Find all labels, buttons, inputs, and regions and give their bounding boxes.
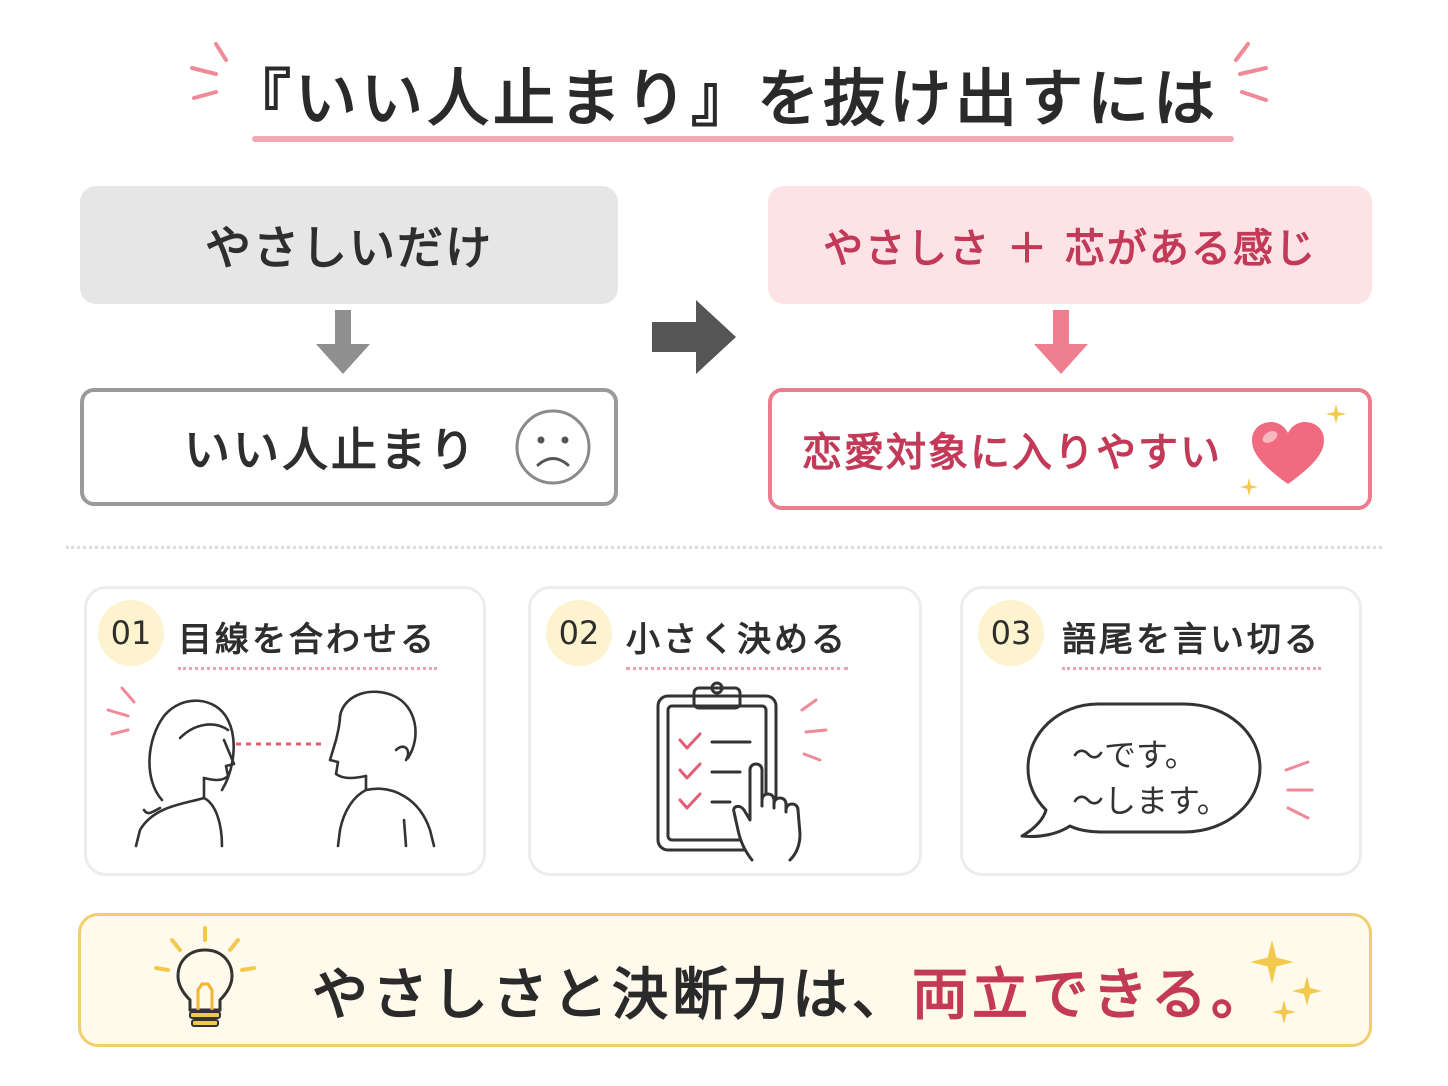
sparkle-icon <box>1326 404 1346 424</box>
emphasis-marks-left-icon <box>190 42 228 100</box>
sparkle-icon <box>1250 940 1294 984</box>
tip-number-badge: 01 <box>98 600 164 666</box>
arrow-down-gray-icon <box>316 310 370 374</box>
arrow-down-pink-icon <box>1034 310 1088 374</box>
emphasis-marks-right-icon <box>1234 42 1268 102</box>
conclusion-banner <box>78 913 1372 1047</box>
tip-number-badge: 03 <box>978 600 1044 666</box>
tip-title: 語尾を言い切る <box>1062 612 1321 670</box>
arrow-right-icon <box>652 300 736 374</box>
sparkle-icon <box>1240 478 1258 496</box>
conclusion-text: やさしさと決断力は、両立できる。 <box>312 950 1271 1031</box>
clipboard-checklist-icon <box>656 681 828 852</box>
conclusion-prefix: やさしさと決断力は、 <box>312 963 912 1028</box>
good-guy-label: いい人止まり <box>184 423 478 477</box>
lightbulb-icon <box>154 926 256 1027</box>
tip-number-badge: 02 <box>546 600 612 666</box>
conclusion-highlight: 両立できる。 <box>912 963 1271 1028</box>
speech-bubble-line: 〜します。 <box>1072 782 1229 820</box>
page-title: 『いい人止まり』を抜け出すには <box>228 62 1219 135</box>
sad-face-icon <box>515 409 591 485</box>
emphasis-marks-icon <box>1284 760 1314 820</box>
eye-contact-illustration-icon <box>106 686 436 848</box>
sparkle-icon <box>1292 976 1322 1006</box>
kind-with-core-box: やさしさ ＋ 芯がある感じ <box>768 186 1372 304</box>
speech-bubble-icon <box>1020 702 1262 838</box>
speech-bubble-line: 〜です。 <box>1072 736 1197 774</box>
tip-title: 小さく決める <box>626 612 848 670</box>
sparkle-icon <box>1272 1000 1296 1024</box>
section-divider <box>66 546 1382 549</box>
heart-icon <box>1252 422 1324 484</box>
kind-only-box: やさしいだけ <box>80 186 618 304</box>
tip-title: 目線を合わせる <box>178 612 437 670</box>
pointing-hand-icon <box>732 762 802 862</box>
romance-label: 恋愛対象に入りやすい <box>802 430 1222 476</box>
title-underline <box>252 136 1234 142</box>
